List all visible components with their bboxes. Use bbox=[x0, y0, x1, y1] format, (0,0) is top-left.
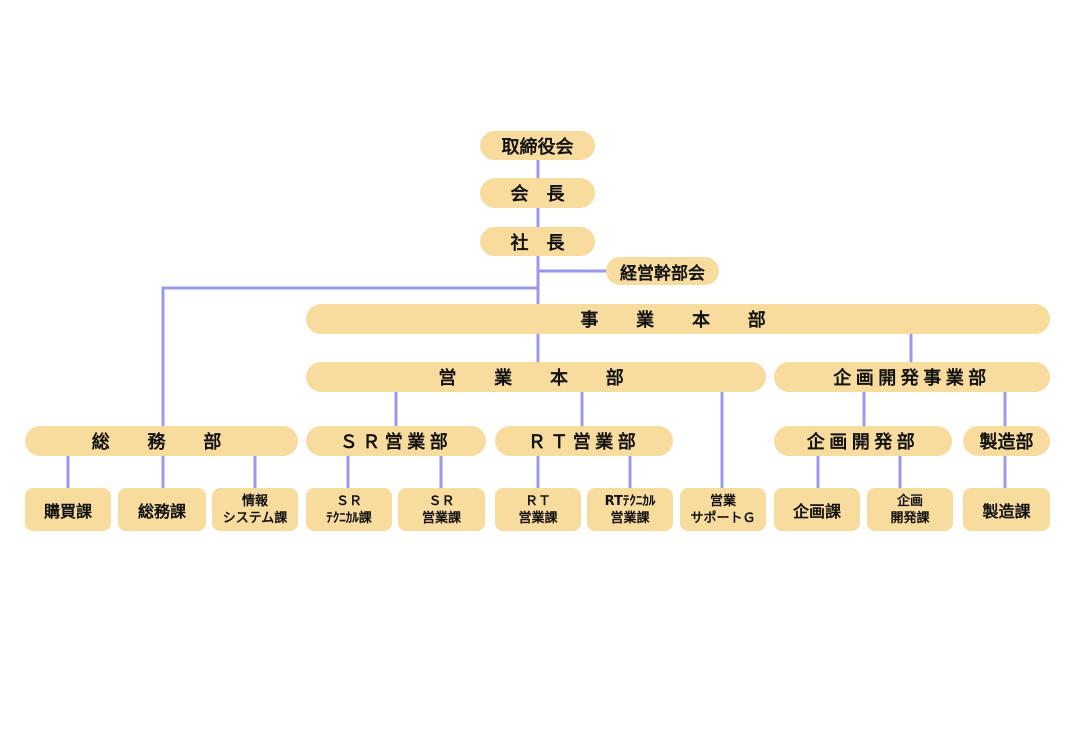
sr-technical-section-node: ＳＲ ﾃｸﾆｶﾙ課 bbox=[306, 488, 392, 531]
sales-support-group-node: 営業 サポートＧ bbox=[680, 488, 766, 531]
sr-sales-section-node: ＳＲ 営業課 bbox=[398, 488, 485, 531]
planning-dev-section-node: 企画 開発課 bbox=[867, 488, 953, 531]
info-systems-section-node: 情報 システム課 bbox=[212, 488, 298, 531]
rt-sales-section-node: ＲＴ 営業課 bbox=[495, 488, 581, 531]
planning-dev-dept-node: 企画開発部 bbox=[774, 426, 952, 456]
manufacturing-section-node: 製造課 bbox=[963, 488, 1050, 531]
planning-dev-division-node: 企画開発事業部 bbox=[774, 362, 1050, 392]
exec-committee-node: 経営幹部会 bbox=[606, 257, 719, 285]
general-affairs-node: 総 務 部 bbox=[25, 426, 298, 456]
rt-sales-dept-node: ＲＴ営業部 bbox=[495, 426, 673, 456]
rt-technical-sales-section-node: RTﾃｸﾆｶﾙ 営業課 bbox=[587, 488, 673, 531]
manufacturing-dept-node: 製造部 bbox=[963, 426, 1050, 456]
board-node: 取締役会 bbox=[480, 131, 595, 160]
chairman-node: 会 長 bbox=[480, 178, 595, 208]
sales-hq-node: 営 業 本 部 bbox=[306, 362, 766, 392]
sr-sales-dept-node: ＳＲ営業部 bbox=[306, 426, 486, 456]
planning-section-node: 企画課 bbox=[774, 488, 860, 531]
president-node: 社 長 bbox=[480, 227, 595, 256]
business-hq-node: 事 業 本 部 bbox=[306, 304, 1050, 334]
general-affairs-section-node: 総務課 bbox=[118, 488, 206, 531]
purchasing-section-node: 購買課 bbox=[25, 488, 111, 531]
